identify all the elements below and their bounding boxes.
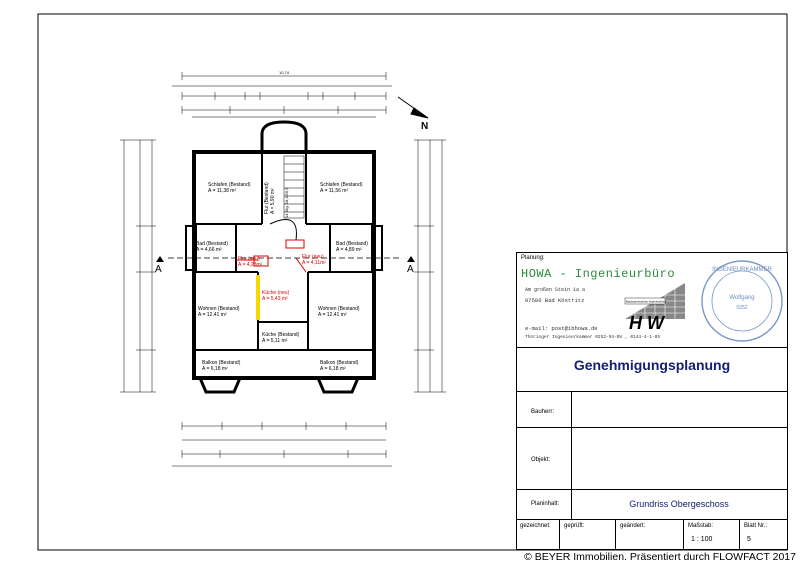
footer-col-3 <box>683 519 684 549</box>
bauherr-row-divider <box>517 391 787 392</box>
engineering-seal: INGENIEURKAMMER Wolfgang 0252 <box>701 260 783 342</box>
svg-text:W: W <box>647 313 666 331</box>
svg-text:Wolfgang: Wolfgang <box>729 295 754 301</box>
planinhalt-label: Planinhalt: <box>531 501 560 507</box>
section-arrow-right <box>407 256 415 262</box>
svg-text:H: H <box>629 313 643 331</box>
firm-name: HOWA - Ingenieurbüro <box>521 267 676 281</box>
footer-row-divider <box>517 519 787 520</box>
title-block: Planung: HOWA - Ingenieurbüro Am großen … <box>516 252 788 550</box>
bauherr-label: Bauherr: <box>531 409 555 415</box>
room-name-balkon-right: Balkon (Bestand) <box>320 360 359 366</box>
planung-label: Planung: <box>521 255 545 261</box>
footer-col-2 <box>615 519 616 549</box>
gezeichnet-label: gezeichnet: <box>520 523 551 529</box>
room-area-kueche-bestand: A = 5,11 m² <box>262 338 288 344</box>
room-area-balkon-right: A = 6,18 m² <box>320 366 346 372</box>
objekt-row-divider <box>517 427 787 428</box>
north-label: N <box>421 121 428 132</box>
section-arrow-left <box>156 256 164 262</box>
planinhalt-value: Grundriss Obergeschoss <box>629 499 729 509</box>
svg-text:INGENIEURKAMMER: INGENIEURKAMMER <box>712 267 772 273</box>
blatt-value: 5 <box>747 536 751 543</box>
room-area-flur-neu-right: A = 4,11m² <box>302 260 326 266</box>
side-dimension-chains <box>120 139 446 393</box>
stair <box>269 155 305 241</box>
blatt-label: Blatt Nr.: <box>744 523 768 529</box>
room-name-flur-neu-left: Flur (neu) <box>238 256 260 262</box>
room-area-flur-bestand: A = 5,90 m² <box>270 188 276 214</box>
room-area-balkon-left: A = 6,18 m² <box>202 366 228 372</box>
planinhalt-row-divider <box>517 489 787 490</box>
room-labels: Schlafen (Bestand) A = 11,38 m² Schlafen… <box>196 182 368 372</box>
title-row-divider <box>517 347 787 348</box>
address-line-1: Am großen Stein 1a a <box>525 287 586 293</box>
room-name-wohnen-left: Wohnen (Bestand) <box>198 306 240 312</box>
room-area-bad-right: A = 4,89 m² <box>336 247 362 253</box>
svg-text:0252: 0252 <box>736 305 747 311</box>
svg-text:Bauingenieurbüro Ingenieurbüro: Bauingenieurbüro Ingenieurbüro <box>626 300 667 304</box>
room-name-kueche-neu: Küche (neu) <box>262 290 290 296</box>
massstab-value: 1 : 100 <box>691 536 713 543</box>
overall-dimension: 10,74 <box>279 70 290 75</box>
footer-col-4 <box>739 519 740 549</box>
room-area-kueche-neu: A = 5,43 m² <box>262 296 288 302</box>
room-name-bad-right: Bad (Bestand) <box>336 241 368 247</box>
plan-title: Genehmigungsplanung <box>573 357 731 373</box>
planinhalt-col-divider <box>571 489 572 519</box>
geprueft-label: geprüft: <box>564 523 585 529</box>
north-arrow <box>397 96 429 119</box>
bauherr-col-divider <box>571 391 572 489</box>
top-dimension-chains <box>172 72 392 118</box>
room-name-balkon-left: Balkon (Bestand) <box>202 360 241 366</box>
copyright-notice: © BEYER Immobilien. Präsentiert durch FL… <box>524 551 796 563</box>
new-construction <box>236 239 307 273</box>
room-name-flur-bestand: Flur (Bestand) <box>264 182 270 214</box>
section-label-left: A <box>155 264 162 275</box>
room-area-flur-neu-left: A = 4,28m² <box>238 262 263 268</box>
massstab-label: Maßstab: <box>688 523 714 529</box>
room-name-wohnen-right: Wohnen (Bestand) <box>318 306 360 312</box>
room-area-bad-left: A = 4,66 m² <box>196 247 222 253</box>
room-name-bad-left: Bad (Bestand) <box>196 241 228 247</box>
footer-col-1 <box>559 519 560 549</box>
room-area-wohnen-right: A = 12,41 m² <box>318 312 347 318</box>
room-name-flur-neu-right: Flur (neu) <box>302 254 324 260</box>
geaendert-label: geändert: <box>620 523 646 529</box>
chamber-number: Thüringer Ingenieurkammer 0252-94-BV , 0… <box>525 335 661 340</box>
room-area-wohnen-left: A = 12,41 m² <box>198 312 227 318</box>
objekt-label: Objekt: <box>531 457 551 463</box>
kitchen-marking <box>256 275 260 320</box>
room-name-kueche-bestand: Küche (Bestand) <box>262 332 300 338</box>
stair-label: 14 Stg. 18,4/26,5 <box>284 187 289 218</box>
room-area-schlafen-left: A = 11,38 m² <box>208 188 236 194</box>
bottom-dimension-chains <box>172 422 392 467</box>
address-line-2: 07586 Bad Köstritz <box>525 297 585 304</box>
email: e-mail: post@ibhowa.de <box>525 325 598 332</box>
room-name-schlafen-right: Schlafen (Bestand) <box>320 182 363 188</box>
firm-logo: Bauingenieurbüro Ingenieurbüro H W <box>624 283 685 331</box>
room-area-schlafen-right: A = 11,56 m² <box>320 188 348 194</box>
room-name-schlafen-left: Schlafen (Bestand) <box>208 182 251 188</box>
section-label-right: A <box>407 264 414 275</box>
